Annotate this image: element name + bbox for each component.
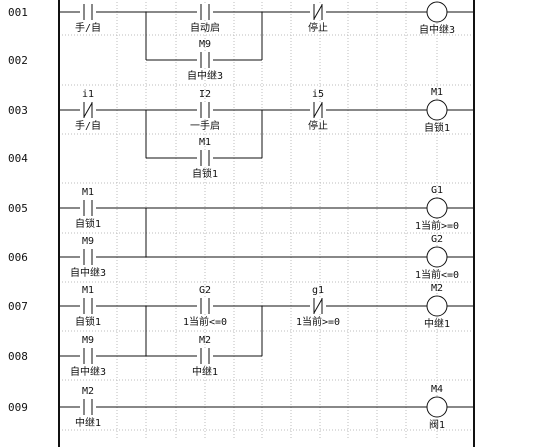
rung-number: 002 [8, 54, 28, 67]
contact-c12[interactable] [197, 298, 213, 314]
grid [59, 2, 474, 440]
contact-comment: 1当前>=0 [296, 315, 340, 328]
coil-k2[interactable] [426, 99, 448, 121]
contact-address: M9 [82, 236, 94, 247]
contact-c5[interactable] [80, 102, 96, 118]
contact-comment: 自中继3 [70, 266, 106, 279]
coil-comment: 阀1 [429, 418, 445, 431]
coil-address: M2 [431, 283, 443, 294]
rung-number: 003 [8, 104, 28, 117]
contact-address: I2 [199, 89, 211, 100]
coil-comment: 自中继3 [419, 23, 455, 36]
contact-address: M2 [199, 335, 211, 346]
coil-k4[interactable] [426, 246, 448, 268]
coil-comment: 1当前>=0 [415, 219, 459, 232]
contact-address: g1 [312, 285, 324, 296]
contact-address: M9 [199, 39, 211, 50]
contact-c6[interactable] [197, 102, 213, 118]
rung-number: 007 [8, 300, 28, 313]
contact-c9[interactable] [80, 200, 96, 216]
contact-address: G2 [199, 285, 211, 296]
contact-c14[interactable] [80, 348, 96, 364]
contact-comment: 自动启 [190, 21, 220, 34]
contact-c8[interactable] [197, 150, 213, 166]
coil-k6[interactable] [426, 396, 448, 418]
rung-number: 009 [8, 401, 28, 414]
contact-comment: 手/自 [75, 119, 101, 132]
contact-address: M9 [82, 335, 94, 346]
rung-number: 006 [8, 251, 28, 264]
contact-address: M1 [82, 285, 94, 296]
contact-address: i1 [82, 89, 94, 100]
contact-comment: 自中继3 [70, 365, 106, 378]
contact-comment: 自中继3 [187, 69, 223, 82]
contact-comment: 自锁1 [75, 217, 101, 230]
contact-c10[interactable] [80, 249, 96, 265]
labels: 001002003004005006007008009手/自自动启停止自中继3M… [8, 6, 459, 431]
contact-address: M1 [82, 187, 94, 198]
coil-address: G2 [431, 234, 443, 245]
contact-c16[interactable] [80, 399, 96, 415]
coil-address: M4 [431, 384, 443, 395]
coil-comment: 自锁1 [424, 121, 450, 134]
contact-c7[interactable] [310, 102, 326, 118]
contact-address: M2 [82, 386, 94, 397]
coil-comment: 1当前<=0 [415, 268, 459, 281]
coil-k3[interactable] [426, 197, 448, 219]
contact-address: M1 [199, 137, 211, 148]
rung-number: 004 [8, 152, 28, 165]
contact-c2[interactable] [197, 4, 213, 20]
contact-comment: 中继1 [75, 416, 101, 429]
coil-address: G1 [431, 185, 443, 196]
contact-c4[interactable] [197, 52, 213, 68]
contact-comment: 1当前<=0 [183, 315, 227, 328]
contact-c3[interactable] [310, 4, 326, 20]
contact-c13[interactable] [310, 298, 326, 314]
contact-comment: 自锁1 [192, 167, 218, 180]
contact-c15[interactable] [197, 348, 213, 364]
elements [80, 1, 448, 418]
contact-comment: 一手启 [190, 119, 220, 132]
coil-comment: 中继1 [424, 317, 450, 330]
coil-address: M1 [431, 87, 443, 98]
contact-comment: 手/自 [75, 21, 101, 34]
rung-number: 008 [8, 350, 28, 363]
contact-c1[interactable] [80, 4, 96, 20]
contact-comment: 自锁1 [75, 315, 101, 328]
rung-number: 005 [8, 202, 28, 215]
coil-k5[interactable] [426, 295, 448, 317]
wiring [58, 0, 475, 447]
contact-c11[interactable] [80, 298, 96, 314]
coil-k1[interactable] [426, 1, 448, 23]
contact-comment: 停止 [308, 21, 328, 34]
contact-address: i5 [312, 89, 324, 100]
contact-comment: 中继1 [192, 365, 218, 378]
rung-number: 001 [8, 6, 28, 19]
contact-comment: 停止 [308, 119, 328, 132]
